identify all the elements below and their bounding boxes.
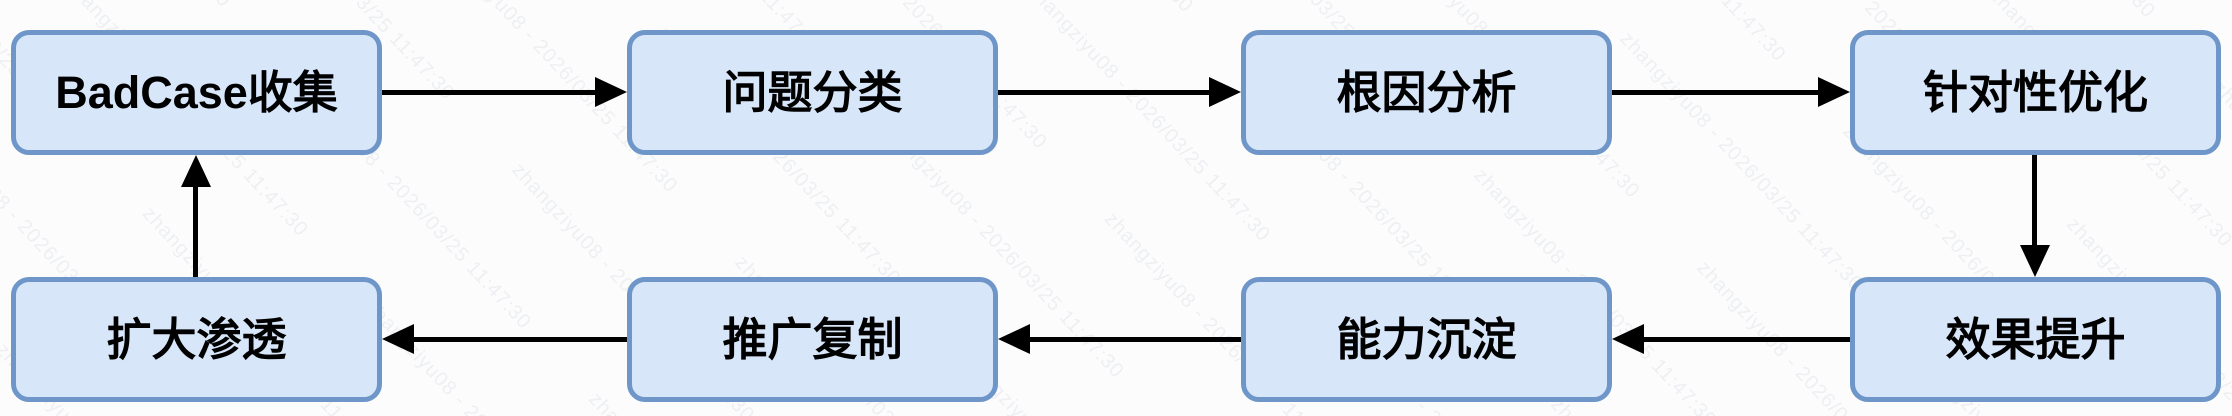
watermark-text: zhangziyu08 - 2026/03/25 11:47:30 (1615, 27, 1868, 296)
node-root-cause: 根因分析 (1241, 30, 1612, 155)
node-label: 效果提升 (1945, 314, 2126, 365)
arrow-shaft (382, 90, 595, 95)
node-label: 针对性优化 (1922, 67, 2148, 118)
arrow-shaft (2032, 155, 2037, 245)
arrow-head-left-icon (382, 324, 414, 354)
node-effect-improve: 效果提升 (1850, 277, 2221, 402)
node-expand-penetrate: 扩大渗透 (11, 277, 382, 402)
node-capability-settle: 能力沉淀 (1241, 277, 1612, 402)
node-issue-classify: 问题分类 (627, 30, 998, 155)
watermark-text: zhangziyu08 - 2026/03/25 11:47:30 (1907, 0, 2159, 23)
arrow-shaft (414, 337, 627, 342)
arrow-head-left-icon (1612, 324, 1644, 354)
arrow-head-right-icon (1209, 77, 1241, 107)
arrow-head-up-icon (181, 155, 211, 187)
node-badcase-collect: BadCase收集 (11, 30, 382, 155)
arrow-shaft (998, 90, 1209, 95)
node-promote-replicate: 推广复制 (627, 277, 998, 402)
watermark-text: zhangziyu08 - 2026/03/25 11:47:30 (1023, 0, 1275, 247)
node-label: 扩大渗透 (106, 314, 287, 365)
node-label: 能力沉淀 (1336, 314, 1517, 365)
node-label: 根因分析 (1336, 67, 1517, 118)
arrow-head-right-icon (1818, 77, 1850, 107)
watermark-text: zhangziyu08 - 2026/03/25 11:47:30 (945, 0, 1197, 18)
node-label: 推广复制 (722, 314, 903, 365)
arrow-head-right-icon (595, 77, 627, 107)
arrow-head-down-icon (2020, 245, 2050, 277)
arrow-head-left-icon (998, 324, 1030, 354)
arrow-shaft (1644, 337, 1850, 342)
node-targeted-optimize: 针对性优化 (1850, 30, 2221, 155)
watermark-text: zhangziyu08 - 2026/03/25 11:47:30 (360, 295, 612, 416)
arrow-shaft (193, 187, 198, 277)
node-label: BadCase收集 (55, 67, 338, 118)
arrow-shaft (1030, 337, 1241, 342)
watermark-text: zhangziyu08 - 2026/03/25 11:47:30 (0, 0, 235, 13)
arrow-shaft (1612, 90, 1818, 95)
node-label: 问题分类 (722, 67, 903, 118)
